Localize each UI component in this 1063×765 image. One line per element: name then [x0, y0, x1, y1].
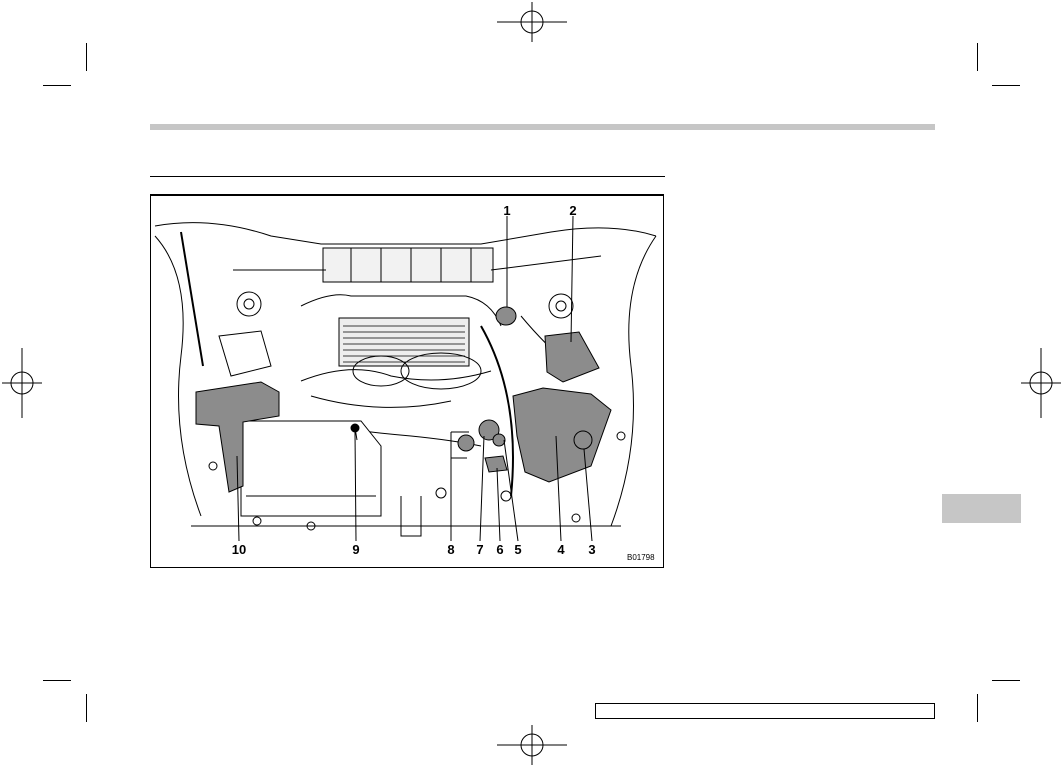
callout-label: 9 [352, 542, 360, 557]
crop-mark [977, 694, 978, 722]
callout-label: 2 [569, 203, 577, 218]
callout-label: 6 [496, 542, 504, 557]
registration-mark-bottom [497, 725, 567, 765]
section-rule [150, 176, 665, 177]
engine-compartment-illustration [154, 215, 657, 542]
footer-box [595, 703, 935, 719]
callout-label: 8 [447, 542, 455, 557]
crop-mark [977, 43, 978, 71]
registration-mark-top [497, 2, 567, 42]
callout-label: 10 [231, 542, 247, 557]
callout-label: 3 [588, 542, 596, 557]
header-band [150, 124, 935, 130]
callout-label: 4 [557, 542, 565, 557]
callout-label: 1 [503, 203, 511, 218]
crop-mark [43, 680, 71, 681]
figure-code: B01798 [627, 553, 655, 562]
callout-label: 5 [514, 542, 522, 557]
registration-mark-left [2, 348, 42, 418]
crop-mark [43, 85, 71, 86]
crop-mark [86, 694, 87, 722]
chapter-tab [942, 494, 1021, 523]
registration-mark-right [1021, 348, 1061, 418]
callout-label: 7 [476, 542, 484, 557]
crop-mark [992, 680, 1020, 681]
engine-compartment-figure: 1 2 3 4 5 6 7 8 9 10 B01798 [150, 194, 664, 568]
crop-mark [992, 85, 1020, 86]
crop-mark [86, 43, 87, 71]
